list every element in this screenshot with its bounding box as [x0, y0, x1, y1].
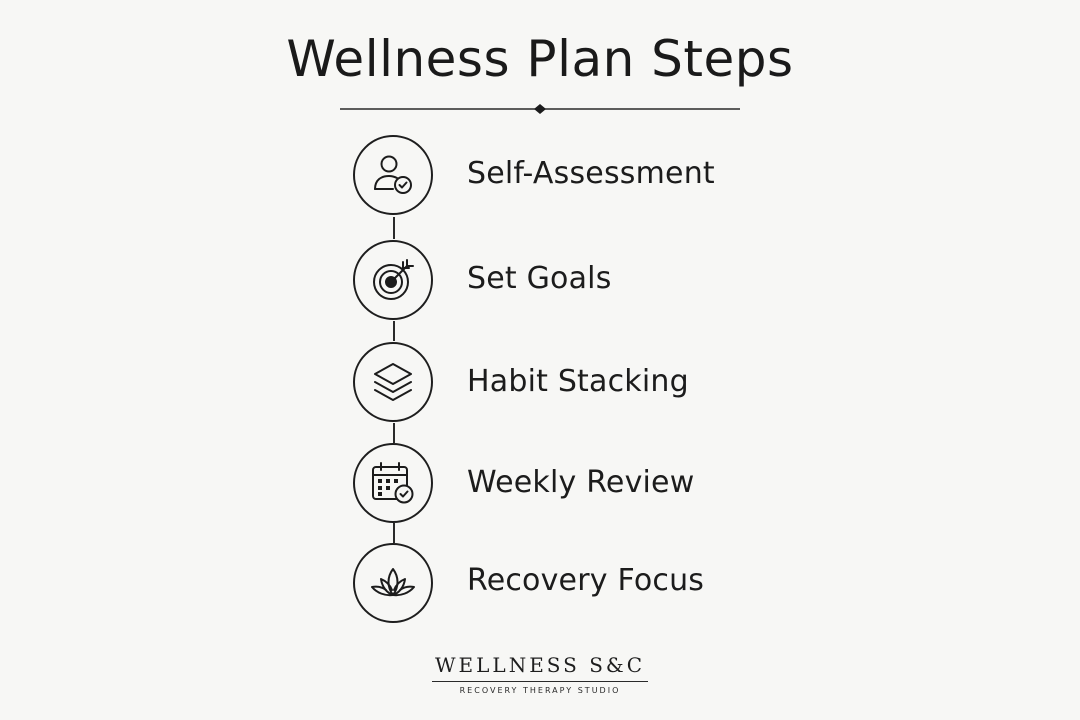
step-5-label: Recovery Focus — [467, 563, 705, 598]
step-3-label: Habit Stacking — [467, 364, 689, 399]
user-check-icon — [374, 155, 412, 194]
step-5-badge — [353, 543, 433, 623]
step-4-label: Weekly Review — [467, 465, 695, 500]
brand-name: WELLNESS S&C — [434, 653, 646, 677]
lotus-icon — [371, 568, 415, 597]
page-title: Wellness Plan Steps — [286, 30, 794, 88]
step-1-badge — [353, 135, 433, 215]
step-2-label: Set Goals — [467, 261, 612, 296]
step-1-label: Self-Assessment — [467, 156, 715, 191]
title-divider — [340, 104, 740, 114]
step-3-badge — [353, 342, 433, 422]
step-2-badge — [353, 240, 433, 320]
step-connector — [393, 321, 395, 341]
brand-tagline: RECOVERY THERAPY STUDIO — [459, 686, 621, 695]
step-connector — [393, 523, 395, 543]
brand-rule — [432, 681, 648, 682]
step-4-badge — [353, 443, 433, 523]
target-arrow-icon — [373, 259, 414, 300]
calendar-check-icon — [372, 462, 414, 504]
step-connector — [393, 423, 395, 443]
step-connector — [393, 217, 395, 239]
layers-icon — [374, 363, 412, 401]
